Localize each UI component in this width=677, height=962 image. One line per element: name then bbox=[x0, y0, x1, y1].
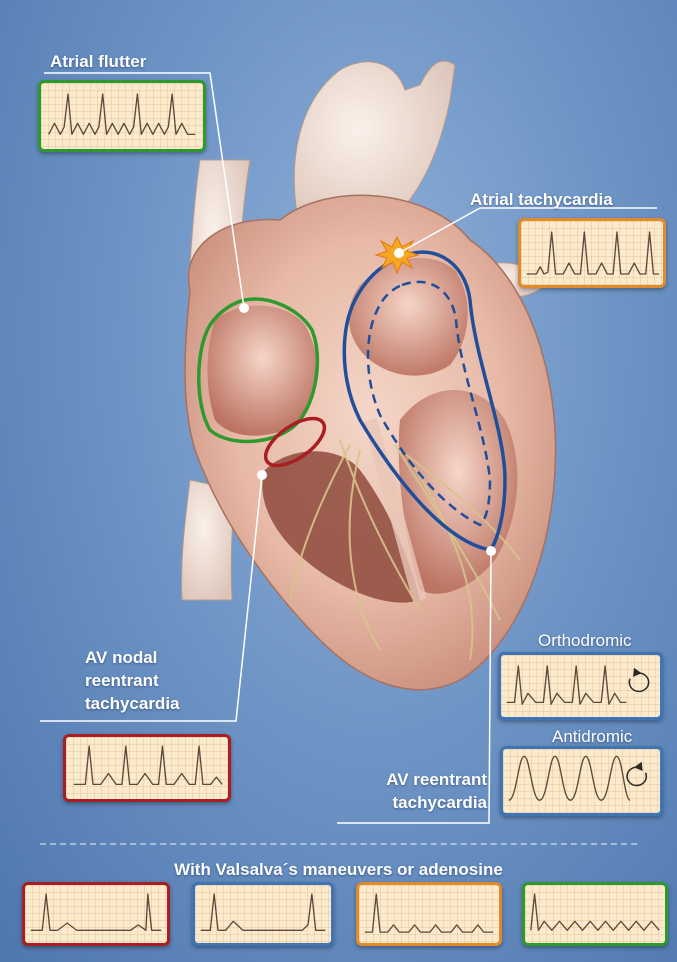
clockwise-arrow-icon bbox=[629, 668, 648, 692]
counterclockwise-arrow-icon bbox=[627, 762, 646, 786]
ecg-atrial-flutter bbox=[38, 80, 206, 152]
ecg-bottom-av-nodal bbox=[22, 882, 170, 946]
section-divider bbox=[40, 843, 637, 845]
ecg-bottom-atrial-tachycardia bbox=[356, 882, 502, 946]
bottom-title: With Valsalva´s maneuvers or adenosine bbox=[0, 858, 677, 881]
atrial-tachycardia-label: Atrial tachycardia bbox=[470, 188, 613, 211]
av-nodal-label-line3: tachycardia bbox=[85, 692, 180, 715]
ecg-av-nodal bbox=[63, 734, 231, 802]
av-reentrant-label-line2: tachycardia bbox=[352, 791, 487, 814]
ecg-atrial-tachycardia bbox=[518, 218, 666, 288]
av-nodal-label-line2: reentrant bbox=[85, 669, 180, 692]
ecg-antidromic bbox=[500, 746, 663, 816]
av-nodal-label: AV nodal reentrant tachycardia bbox=[85, 646, 180, 715]
atrial-flutter-label: Atrial flutter bbox=[50, 50, 146, 73]
orthodromic-label: Orthodromic bbox=[538, 629, 632, 652]
antidromic-label: Antidromic bbox=[552, 725, 632, 748]
av-reentrant-label-line1: AV reentrant bbox=[352, 768, 487, 791]
ecg-bottom-av-reentrant bbox=[192, 882, 334, 946]
ecg-bottom-atrial-flutter bbox=[522, 882, 668, 946]
ecg-orthodromic bbox=[498, 652, 663, 720]
av-nodal-label-line1: AV nodal bbox=[85, 646, 180, 669]
av-reentrant-label: AV reentrant tachycardia bbox=[352, 768, 487, 814]
